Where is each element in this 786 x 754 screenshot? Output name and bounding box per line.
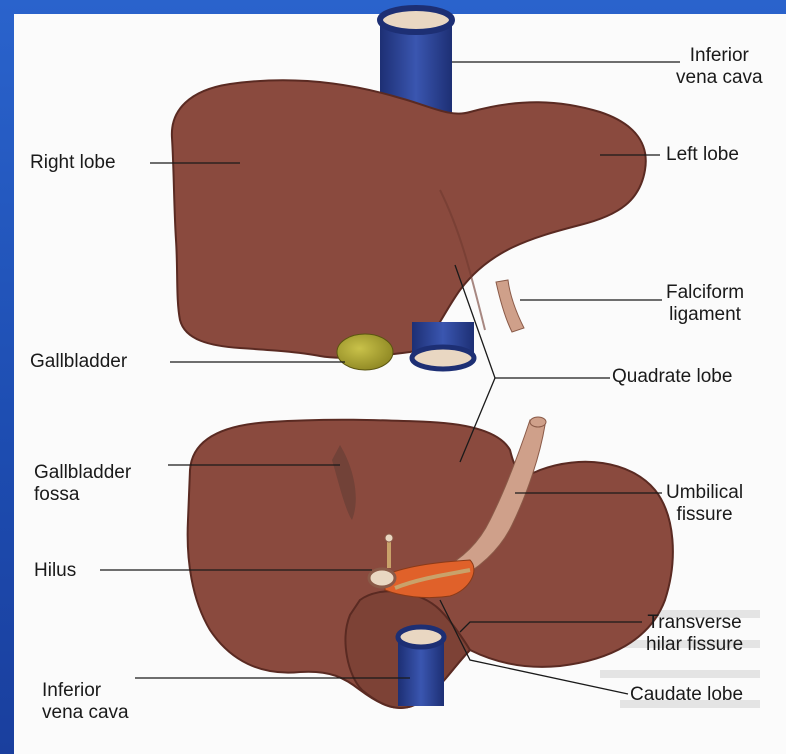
label-quadrate-lobe: Quadrate lobe: [612, 366, 732, 388]
label-transverse-hilar-fissure: Transverse hilar fissure: [646, 612, 743, 656]
label-right-lobe: Right lobe: [30, 152, 116, 174]
label-gallbladder-fossa: Gallbladder fossa: [34, 462, 131, 506]
label-falciform-ligament: Falciform ligament: [666, 282, 744, 326]
label-gallbladder: Gallbladder: [30, 351, 127, 373]
liver-top: [172, 80, 646, 357]
inferior-vena-cava-mid: [412, 322, 474, 369]
label-umbilical-fissure: Umbilical fissure: [666, 482, 743, 526]
label-inferior-vena-cava-top: Inferior vena cava: [676, 45, 763, 89]
label-inferior-vena-cava-bottom: Inferior vena cava: [42, 680, 129, 724]
gallbladder-shape: [337, 334, 393, 370]
label-left-lobe: Left lobe: [666, 144, 739, 166]
inferior-vena-cava-bottom: [398, 627, 444, 706]
falciform-ligament-shape: [496, 280, 524, 332]
label-hilus: Hilus: [34, 560, 76, 582]
label-caudate-lobe: Caudate lobe: [630, 684, 743, 706]
